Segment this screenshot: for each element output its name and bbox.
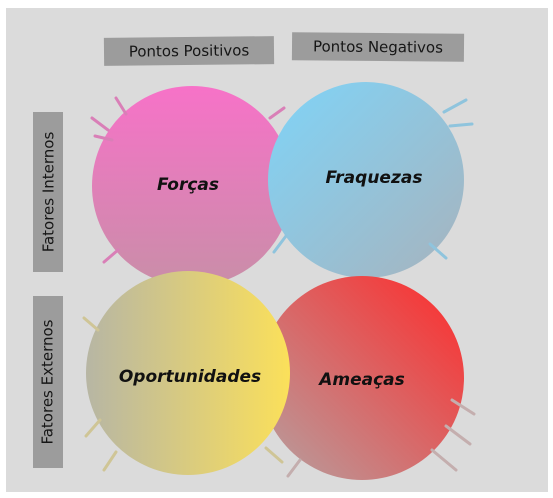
threats-circle <box>260 276 464 480</box>
row-header-external: Fatores Externos <box>33 296 63 468</box>
quadrant-opportunities: Oportunidades <box>82 271 290 475</box>
opportunities-label: Oportunidades <box>119 367 261 387</box>
quadrant-strengths: Forças <box>90 86 292 286</box>
opportunities-circle <box>86 271 290 475</box>
quadrant-threats: Ameaças <box>260 276 476 480</box>
weaknesses-brush-strokes <box>272 98 474 260</box>
strengths-brush-strokes <box>90 96 286 264</box>
row-header-internal: Fatores Internos <box>33 112 63 272</box>
strengths-label: Forças <box>157 175 219 195</box>
opportunities-brush-strokes <box>82 316 284 472</box>
weaknesses-label: Fraquezas <box>326 168 423 188</box>
weaknesses-circle <box>268 82 464 278</box>
threats-label: Ameaças <box>317 370 405 390</box>
threats-brush-strokes <box>286 398 476 478</box>
quadrant-weaknesses: Fraquezas <box>268 82 474 278</box>
strengths-circle <box>92 86 292 286</box>
